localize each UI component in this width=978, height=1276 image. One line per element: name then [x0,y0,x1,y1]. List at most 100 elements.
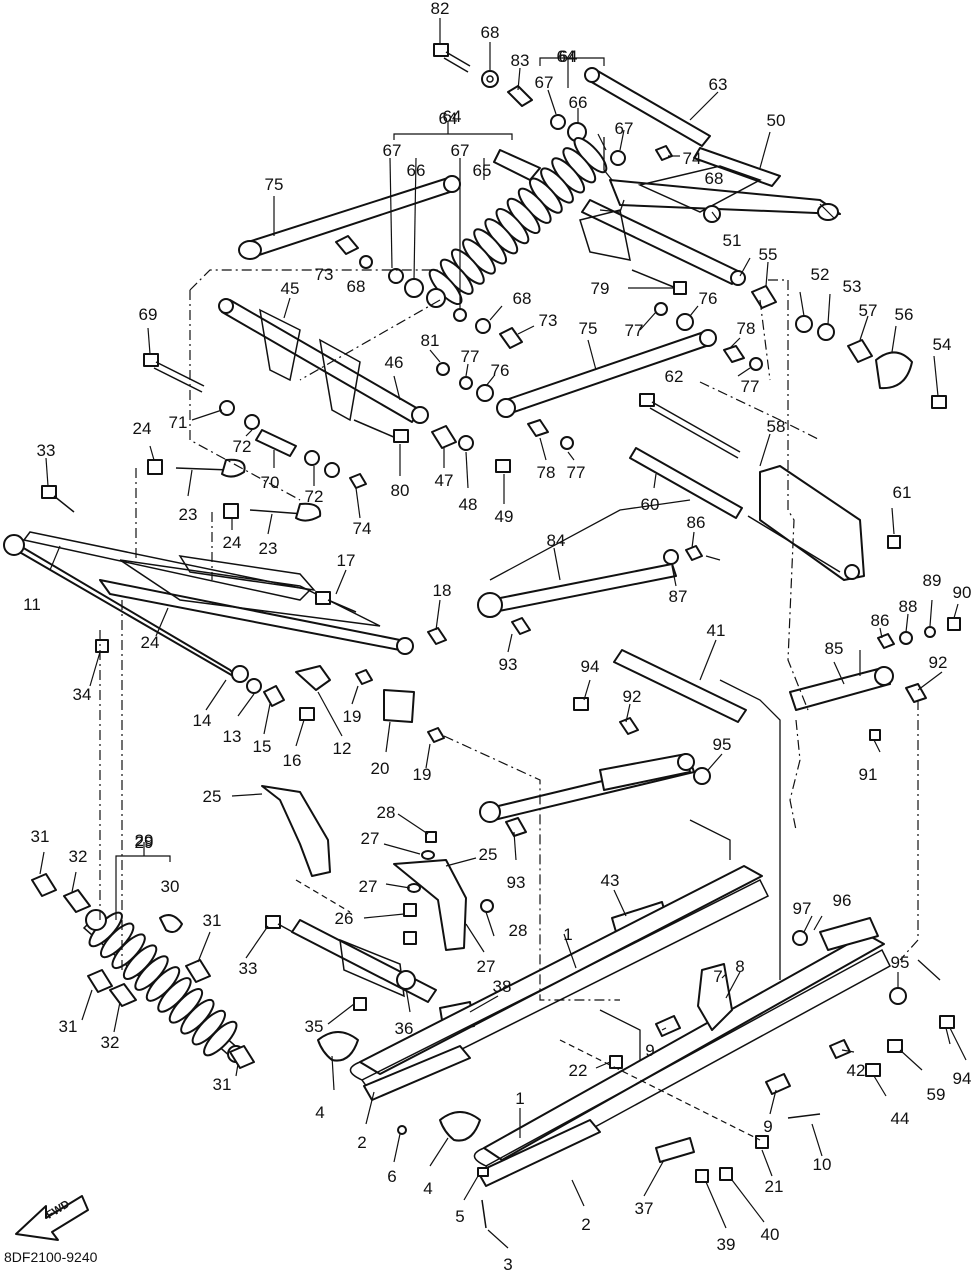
bushing-76a [676,313,694,331]
nut-35 [353,997,367,1011]
washer-81 [436,362,450,376]
callout-72: 72 [305,487,324,506]
washer-68b [359,255,373,269]
washer-71 [219,400,235,416]
rivet-3 [481,1199,487,1229]
callout-77: 77 [461,347,480,366]
callout-13: 13 [223,727,242,746]
washer-53 [817,323,835,341]
callout-27: 27 [477,957,496,976]
callout-5: 5 [455,1207,464,1226]
callout-63: 63 [709,75,728,94]
cover-56 [875,351,913,390]
collar-86a [685,545,703,561]
callout-15: 15 [253,737,272,756]
bracket-25b [393,859,467,951]
callout-54: 54 [933,335,952,354]
callout-50: 50 [767,111,786,130]
bolt-16 [299,707,315,721]
callout-12: 12 [333,739,352,758]
washer-68 [481,70,499,88]
collar-93a [511,617,531,635]
bushing-67a [550,114,566,130]
callout-68: 68 [347,277,366,296]
callout-24: 24 [133,419,152,438]
bolt-80 [353,419,409,443]
cap-74b [349,473,367,489]
callout-14: 14 [193,711,212,730]
group-brackets [115,57,605,920]
callout-32: 32 [69,847,88,866]
bolt-17 [315,591,357,613]
bushing-55 [751,285,777,309]
callout-3: 3 [503,1255,512,1271]
callout-68: 68 [705,169,724,188]
callout-18: 18 [433,581,452,600]
callout-23: 23 [259,539,278,558]
callout-97: 97 [793,899,812,918]
callout-65: 65 [473,161,492,180]
bushing-31a [31,873,57,897]
nut-24a [147,459,163,475]
callout-85: 85 [825,639,844,658]
bracket-42 [829,1039,851,1059]
rear-arm-50 [609,147,841,223]
pin-10 [787,1113,821,1119]
callout-52: 52 [811,265,830,284]
washer-77a [654,302,668,316]
washer-77d [560,436,574,450]
callout-6: 6 [387,1167,396,1186]
collar-19a [355,669,373,685]
callout-19: 19 [413,765,432,784]
collar-19b [427,727,445,743]
callout-79: 79 [591,279,610,298]
callout-89: 89 [923,571,942,590]
collar-92a [619,717,639,735]
callout-69: 69 [139,305,158,324]
bolt-26b [403,931,417,945]
callout-67: 67 [383,141,402,160]
front-arm-shaft-45 [218,298,429,424]
washer-72a [244,414,260,430]
callout-74: 74 [683,149,702,168]
callout-70: 70 [261,473,280,492]
pin-5 [477,1167,489,1177]
cap-74a [655,145,673,161]
callout-92: 92 [929,653,948,672]
plate-9a [655,1015,681,1037]
callout-82: 82 [431,0,450,18]
callout-26: 26 [335,909,354,928]
bolt-44 [865,1063,881,1077]
bolt-23a [175,458,246,478]
callout-31: 31 [203,911,222,930]
callout-11: 11 [23,595,41,614]
bracket-label-29: 29 [135,831,154,850]
callout-48: 48 [459,495,478,514]
callout-38: 38 [493,977,512,996]
callout-77: 77 [625,321,644,340]
callout-7: 7 [713,967,722,986]
collar-70 [255,429,297,457]
callout-67: 67 [451,141,470,160]
bushing-47 [431,425,457,449]
collar-32a [63,889,91,913]
callout-45: 45 [281,279,300,298]
callout-75: 75 [265,175,284,194]
bolt-69 [143,353,205,393]
shaft-41 [613,649,747,723]
washer-72b [304,450,320,466]
bushing-67b [610,150,626,166]
nut-61 [887,535,901,549]
callout-49: 49 [495,507,514,526]
washer-72c [324,462,340,478]
clip-30 [159,914,183,933]
callout-68: 68 [481,23,500,42]
callout-29: 29 [135,833,154,852]
callout-78: 78 [737,319,756,338]
cap-78a [723,345,745,363]
bushing-31d [229,1045,255,1069]
callout-2: 2 [357,1133,366,1152]
callout-28: 28 [509,921,528,940]
nut-28b [480,899,494,913]
